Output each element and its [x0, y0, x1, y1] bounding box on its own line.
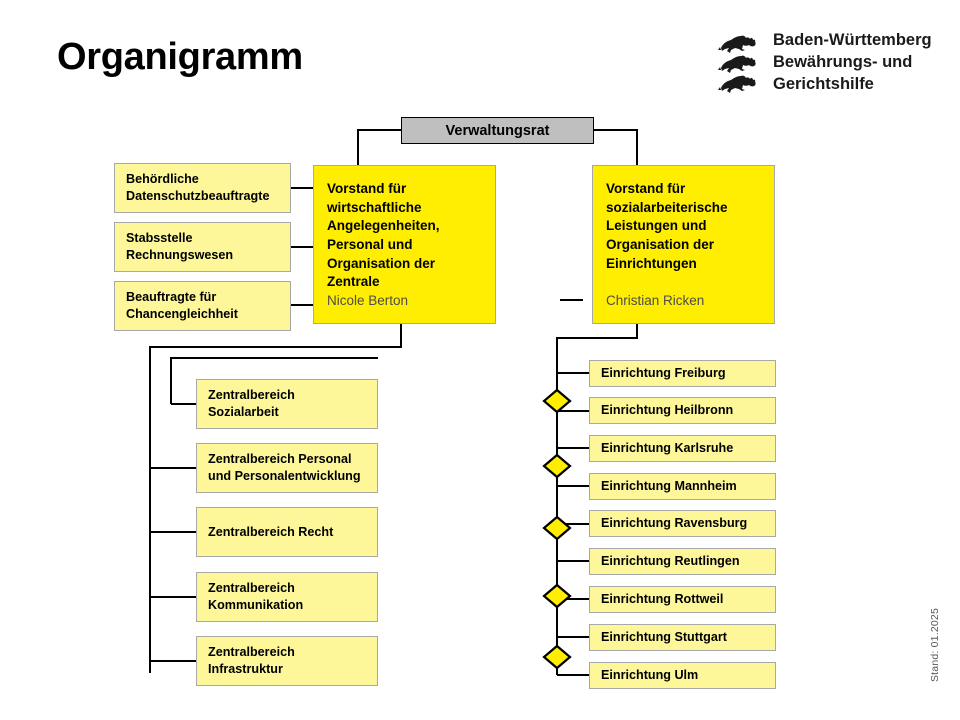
node-einrichtung-stuttgart[interactable]: Einrichtung Stuttgart	[589, 624, 776, 651]
node-einrichtung-ravensburg[interactable]: Einrichtung Ravensburg	[589, 510, 776, 537]
node-board-wirtschaft[interactable]: Vorstand für wirtschaftliche Angelegenhe…	[313, 165, 496, 324]
node-einrichtung-stuttgart-label: Einrichtung Stuttgart	[601, 630, 727, 644]
node-staff-rechnungswesen[interactable]: Stabsstelle Rechnungswesen	[114, 222, 291, 272]
node-einrichtung-reutlingen-label: Einrichtung Reutlingen	[601, 554, 740, 568]
node-einrichtung-freiburg[interactable]: Einrichtung Freiburg	[589, 360, 776, 387]
three-lions-crest-icon	[718, 30, 762, 94]
node-board-wirtschaft-person: Nicole Berton	[327, 293, 409, 309]
node-einrichtung-heilbronn-label: Einrichtung Heilbronn	[601, 403, 734, 417]
node-zb-infrastruktur-label: Zentralbereich Infrastruktur	[208, 645, 295, 676]
node-verwaltungsrat-label: Verwaltungsrat	[445, 122, 550, 139]
node-zb-kommunikation[interactable]: Zentralbereich Kommunikation	[196, 572, 378, 622]
node-einrichtung-ulm[interactable]: Einrichtung Ulm	[589, 662, 776, 689]
node-staff-chancengleichheit-label: Beauftragte für Chancengleichheit	[126, 290, 238, 321]
logo-line-2: Bewährungs- und	[773, 52, 913, 71]
node-einrichtung-rottweil-label: Einrichtung Rottweil	[601, 592, 724, 606]
node-einrichtung-karlsruhe[interactable]: Einrichtung Karlsruhe	[589, 435, 776, 462]
node-einrichtung-freiburg-label: Einrichtung Freiburg	[601, 366, 726, 380]
node-staff-rechnungswesen-label: Stabsstelle Rechnungswesen	[126, 231, 234, 262]
logo-line-3: Gerichtshilfe	[773, 74, 874, 93]
node-staff-datenschutz-label: Behördliche Datenschutzbeauftragte	[126, 172, 270, 203]
node-einrichtung-ulm-label: Einrichtung Ulm	[601, 668, 699, 682]
node-einrichtung-heilbronn[interactable]: Einrichtung Heilbronn	[589, 397, 776, 424]
page-title: Organigramm	[57, 36, 303, 78]
node-einrichtung-ravensburg-label: Einrichtung Ravensburg	[601, 516, 748, 530]
node-board-sozial[interactable]: Vorstand für sozialarbeiterische Leistun…	[592, 165, 775, 324]
logo-text: Baden-Württemberg Bewährungs- und Gerich…	[773, 30, 932, 96]
node-zb-recht[interactable]: Zentralbereich Recht	[196, 507, 378, 557]
node-zb-kommunikation-label: Zentralbereich Kommunikation	[208, 581, 304, 612]
node-einrichtung-rottweil[interactable]: Einrichtung Rottweil	[589, 586, 776, 613]
node-zb-recht-label: Zentralbereich Recht	[208, 524, 334, 539]
node-zb-sozialarbeit-label: Zentralbereich Sozialarbeit	[208, 388, 295, 419]
node-board-sozial-title: Vorstand für sozialarbeiterische Leistun…	[606, 181, 728, 271]
node-staff-chancengleichheit[interactable]: Beauftragte für Chancengleichheit	[114, 281, 291, 331]
node-zb-personal-label: Zentralbereich Personal und Personalentw…	[208, 452, 361, 483]
node-board-sozial-person: Christian Ricken	[606, 293, 705, 309]
node-staff-datenschutz[interactable]: Behördliche Datenschutzbeauftragte	[114, 163, 291, 213]
node-einrichtung-karlsruhe-label: Einrichtung Karlsruhe	[601, 441, 734, 455]
node-einrichtung-mannheim[interactable]: Einrichtung Mannheim	[589, 473, 776, 500]
logo: Baden-Württemberg Bewährungs- und Gerich…	[718, 30, 932, 96]
junction-diamonds	[542, 388, 572, 670]
node-verwaltungsrat[interactable]: Verwaltungsrat	[401, 117, 594, 144]
node-zb-personal[interactable]: Zentralbereich Personal und Personalentw…	[196, 443, 378, 493]
node-board-wirtschaft-title: Vorstand für wirtschaftliche Angelegenhe…	[327, 181, 440, 290]
node-einrichtung-mannheim-label: Einrichtung Mannheim	[601, 479, 737, 493]
node-einrichtung-reutlingen[interactable]: Einrichtung Reutlingen	[589, 548, 776, 575]
node-zb-sozialarbeit[interactable]: Zentralbereich Sozialarbeit	[196, 379, 378, 429]
logo-line-1: Baden-Württemberg	[773, 31, 932, 49]
stand-date-stamp: Stand: 01.2025	[929, 608, 941, 683]
node-zb-infrastruktur[interactable]: Zentralbereich Infrastruktur	[196, 636, 378, 686]
